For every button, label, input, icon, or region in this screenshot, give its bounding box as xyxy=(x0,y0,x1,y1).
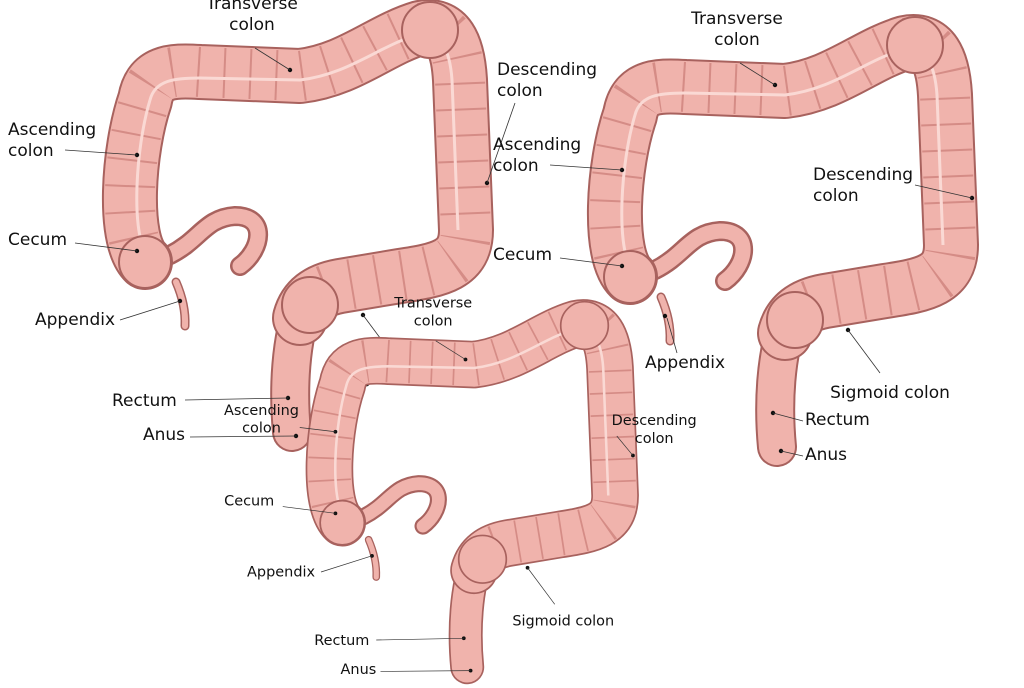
leader-lines xyxy=(282,340,634,672)
leader-lines xyxy=(64,47,516,438)
label-rectum: Rectum xyxy=(314,632,370,650)
colon-illustration xyxy=(282,300,644,683)
label-sigmoid-colon: Sigmoid colon xyxy=(512,612,615,630)
label-anus: Anus xyxy=(805,445,848,465)
label-cecum: Cecum xyxy=(8,230,68,250)
label-anus: Anus xyxy=(340,661,377,679)
label-appendix: Appendix xyxy=(247,563,316,581)
label-anus: Anus xyxy=(143,425,186,445)
label-appendix: Appendix xyxy=(35,310,116,330)
label-rectum: Rectum xyxy=(112,391,177,411)
label-cecum: Cecum xyxy=(493,245,553,265)
label-appendix: Appendix xyxy=(645,353,726,373)
label-sigmoid-colon: Sigmoid colon xyxy=(830,383,950,403)
label-cecum: Cecum xyxy=(224,492,275,510)
colon-illustration xyxy=(549,15,1015,465)
label-rectum: Rectum xyxy=(805,410,870,430)
colon-illustration xyxy=(64,0,500,450)
leader-lines xyxy=(549,62,973,457)
